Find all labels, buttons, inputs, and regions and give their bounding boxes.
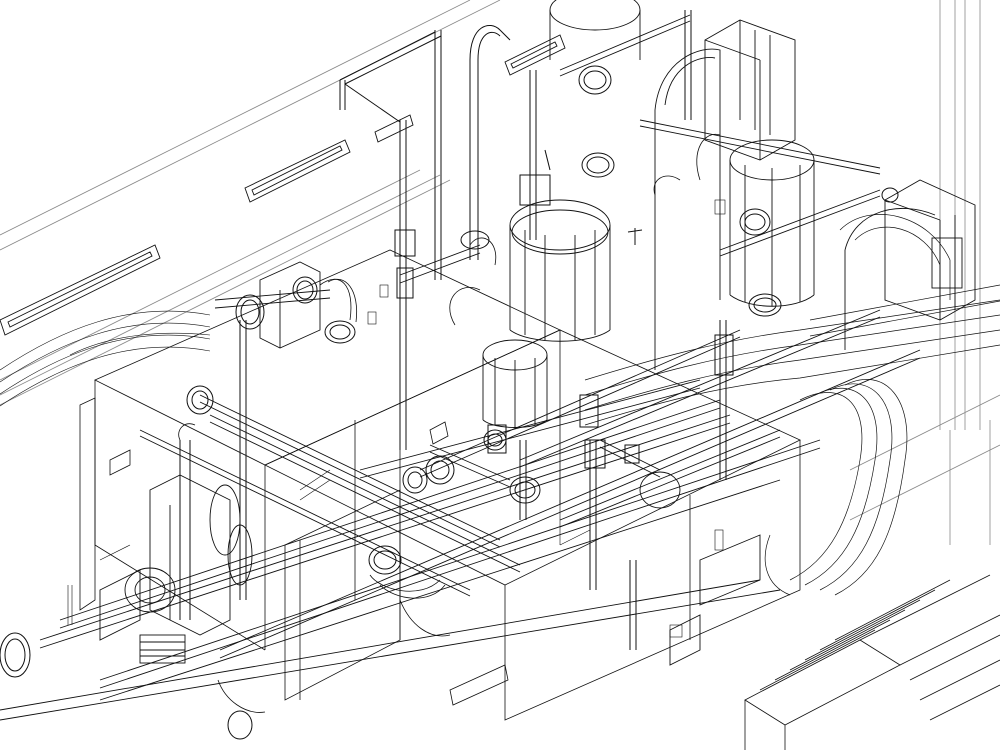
staircase xyxy=(744,574,1000,750)
pipe-flange xyxy=(402,466,428,494)
pipe-flange xyxy=(425,455,455,485)
valve xyxy=(394,229,416,257)
pipe-flange xyxy=(186,385,214,415)
pipe-flange xyxy=(581,152,615,178)
pipe-run xyxy=(179,10,727,650)
pipe-run xyxy=(67,199,726,638)
building-structure xyxy=(0,0,1000,545)
ventilation-duct xyxy=(584,214,1000,596)
equipment-cabinet xyxy=(79,249,801,721)
valve xyxy=(519,174,551,206)
ceiling-light-fixture xyxy=(0,34,566,336)
pipe-flange xyxy=(739,208,771,236)
valve xyxy=(624,444,640,464)
valve xyxy=(584,439,606,469)
pipe-elbow xyxy=(178,133,721,713)
pipe-flange xyxy=(748,293,782,317)
pipe-flange xyxy=(227,710,253,740)
valve xyxy=(487,424,507,454)
pipe-flange xyxy=(324,320,356,344)
pipe-flange xyxy=(881,187,899,203)
pipe-flange xyxy=(368,545,402,575)
storage-tank xyxy=(482,0,936,428)
valve xyxy=(579,394,599,428)
cable-tray xyxy=(704,19,976,321)
pipe-flange xyxy=(0,632,31,678)
valve xyxy=(396,267,414,299)
pipe-flange xyxy=(235,294,265,330)
pipe-flange xyxy=(460,230,490,250)
pipe-flange xyxy=(509,476,541,504)
pipe-run xyxy=(0,14,921,721)
pump-housing xyxy=(99,261,761,666)
pump-housing xyxy=(139,634,186,664)
pipe-flange xyxy=(0,65,899,740)
pipe-flange xyxy=(292,276,318,304)
valve xyxy=(714,334,734,376)
valve xyxy=(394,149,734,469)
cable-tray xyxy=(931,237,963,289)
pipe-flange xyxy=(578,65,612,95)
ventilation-duct xyxy=(0,310,211,407)
